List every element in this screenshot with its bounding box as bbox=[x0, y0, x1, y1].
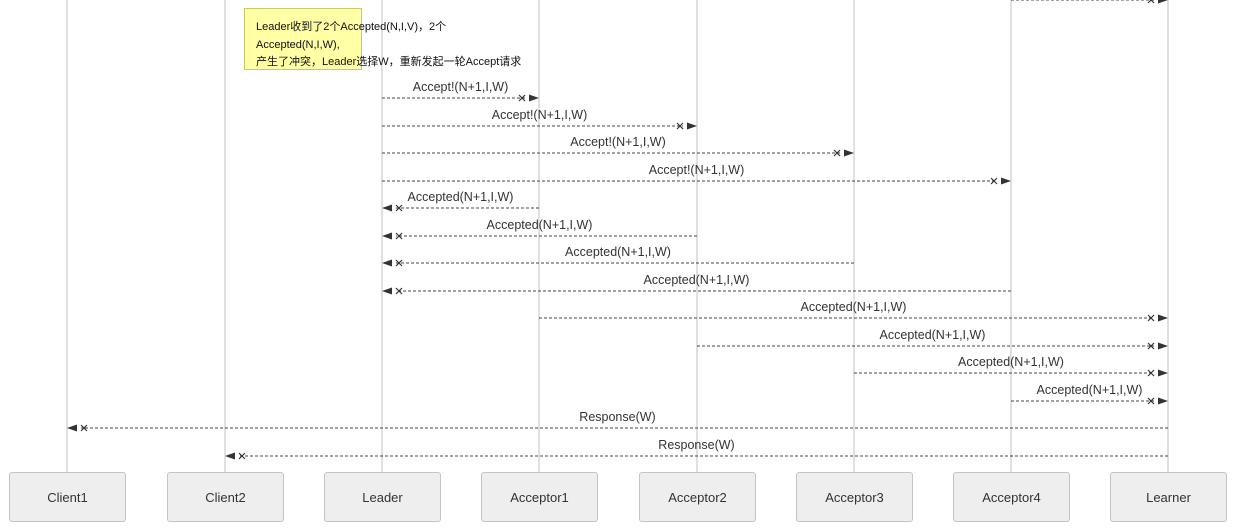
arrowhead-icon bbox=[1158, 397, 1168, 405]
note-line: Accepted(N,I,W), bbox=[256, 38, 340, 51]
arrowhead-icon bbox=[225, 452, 235, 460]
arrowhead-icon bbox=[382, 259, 392, 267]
participant-learner: Learner bbox=[1110, 472, 1227, 522]
arrowhead-icon bbox=[529, 94, 539, 102]
arrowhead-icon bbox=[687, 122, 697, 130]
arrowhead-icon bbox=[1158, 342, 1168, 350]
message-label: Accepted(N+1,I,W) bbox=[879, 328, 986, 342]
note-text: Leader收到了2个Accepted(N,I,V)，2个 Accepted(N… bbox=[256, 19, 521, 72]
arrowhead-icon bbox=[1158, 0, 1168, 4]
cross-icon bbox=[395, 204, 403, 212]
cross-icon bbox=[395, 287, 403, 295]
cross-icon bbox=[1147, 0, 1155, 4]
message-label: Accepted(N+1,I,W) bbox=[407, 190, 514, 204]
message-label: Accepted(N+1,I,W) bbox=[958, 355, 1064, 369]
cross-icon bbox=[833, 149, 841, 157]
cross-icon bbox=[1147, 342, 1155, 350]
message-label: Accepted(N+1,I,W) bbox=[1036, 383, 1143, 397]
participant-client1: Client1 bbox=[9, 472, 126, 522]
cross-icon bbox=[1147, 369, 1155, 377]
cross-icon bbox=[395, 232, 403, 240]
arrowhead-icon bbox=[67, 424, 77, 432]
message-label: Accepted(N+1,I,W) bbox=[486, 218, 593, 232]
participant-acceptor3: Acceptor3 bbox=[796, 472, 913, 522]
message-label: Accepted(N+1,I,W) bbox=[800, 300, 907, 314]
message-label: Accept!(N+1,I,W) bbox=[491, 108, 588, 122]
participant-acceptor2: Acceptor2 bbox=[639, 472, 756, 522]
cross-icon bbox=[990, 177, 998, 185]
message-label: Accept!(N+1,I,W) bbox=[570, 135, 666, 149]
arrowhead-icon bbox=[382, 232, 392, 240]
cross-icon bbox=[518, 94, 526, 102]
message-label: Response(W) bbox=[658, 438, 735, 452]
cross-icon bbox=[238, 452, 246, 460]
message-label: Accept!(N+1,I,W) bbox=[648, 163, 745, 177]
cross-icon bbox=[80, 424, 88, 432]
cross-icon bbox=[676, 122, 684, 130]
cross-icon bbox=[395, 259, 403, 267]
arrowhead-icon bbox=[844, 149, 854, 157]
note-line: 产生了冲突，Leader选择W，重新发起一轮Accept请求 bbox=[256, 56, 522, 68]
cross-icon bbox=[1147, 314, 1155, 322]
participant-client2: Client2 bbox=[167, 472, 284, 522]
arrowhead-icon bbox=[1158, 369, 1168, 377]
participant-acceptor1: Acceptor1 bbox=[481, 472, 598, 522]
message-label: Response(W) bbox=[579, 410, 656, 424]
cross-icon bbox=[1147, 397, 1155, 405]
message-label: Accepted(N+1,I,W) bbox=[643, 273, 750, 287]
participant-acceptor4: Acceptor4 bbox=[953, 472, 1070, 522]
note-box bbox=[244, 8, 362, 70]
participant-leader: Leader bbox=[324, 472, 441, 522]
arrowhead-icon bbox=[1001, 177, 1011, 185]
message-label: Accept!(N+1,I,W) bbox=[412, 80, 509, 94]
arrowhead-icon bbox=[1158, 314, 1168, 322]
note-line: Leader收到了2个Accepted(N,I,V)，2个 bbox=[256, 21, 447, 33]
arrowhead-icon bbox=[382, 287, 392, 295]
arrowhead-icon bbox=[382, 204, 392, 212]
message-label: Accepted(N+1,I,W) bbox=[565, 245, 671, 259]
